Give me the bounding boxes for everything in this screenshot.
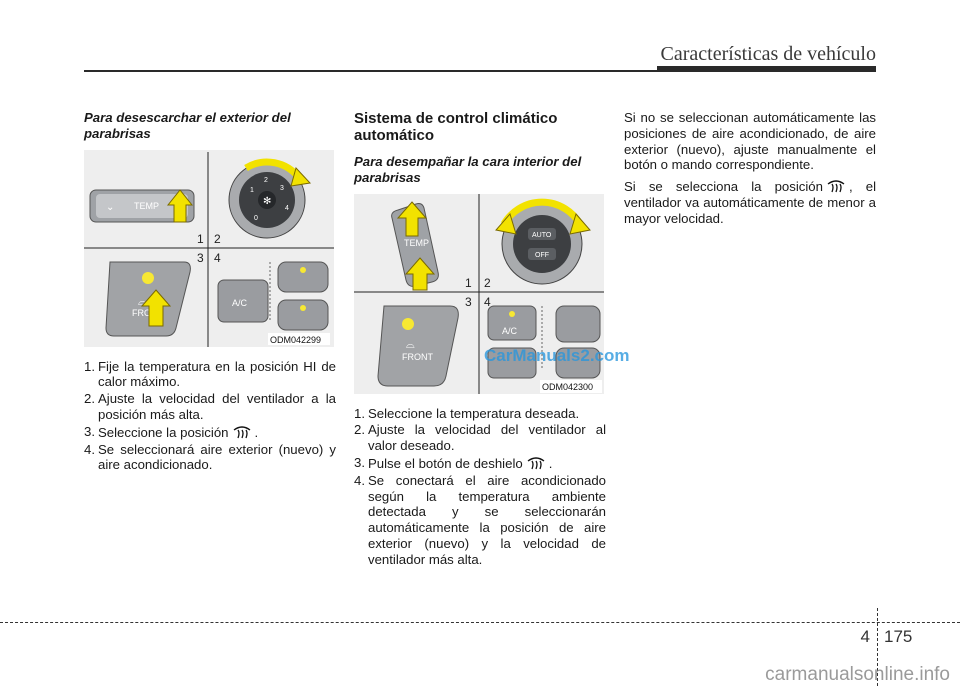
footer-divider [877, 608, 878, 686]
svg-text:4: 4 [484, 295, 491, 309]
watermark-overlay: CarManuals2.com [484, 346, 630, 365]
header-rule [84, 70, 876, 72]
subheading-interior-defog: Para desempañar la cara interior del par… [354, 154, 582, 185]
step-2: 2.Ajuste la velocidad del ventilador al … [354, 422, 606, 454]
svg-text:2: 2 [264, 177, 268, 184]
paragraph-fan-speed: Si se selecciona la posición, el ventila… [624, 179, 877, 226]
site-watermark: carmanualsonline.info [765, 664, 950, 685]
svg-text:FRONT: FRONT [402, 352, 433, 362]
svg-text:1: 1 [197, 232, 204, 246]
step-3: 3.Pulse el botón de deshielo. [354, 454, 553, 471]
front-defrost-icon [527, 457, 545, 470]
front-defrost-icon [827, 180, 845, 193]
svg-text:✻: ✻ [263, 196, 271, 207]
svg-text:2: 2 [484, 276, 491, 290]
svg-text:3: 3 [280, 185, 284, 192]
svg-text:⌄: ⌄ [106, 202, 114, 213]
svg-text:1: 1 [250, 187, 254, 194]
chapter-number: 4 [860, 627, 870, 646]
steps-exterior-defrost: 1.Fije la temperatura en la posición HI … [84, 359, 336, 474]
svg-text:1: 1 [465, 276, 472, 290]
svg-text:2: 2 [214, 232, 221, 246]
figure-odm042300: TEMP AUTO OFF 1 2 3 4 ⌓ FRONT A/C [354, 193, 604, 394]
subheading-exterior-defrost: Para desescarchar el exterior del parabr… [84, 110, 291, 141]
svg-text:⌓: ⌓ [138, 296, 147, 308]
column-3: Si no se seleccionan automáticamente las… [624, 110, 876, 227]
svg-text:3: 3 [465, 295, 472, 309]
column-1: Para desescarchar el exterior del parabr… [84, 110, 336, 474]
column-2: Sistema de control climático automático … [354, 110, 606, 569]
step-4: 4.Se seleccionará aire exterior (nuevo) … [84, 441, 336, 473]
header-rule-accent [657, 66, 876, 71]
figure-illustration: ⌄ TEMP ✻ 0 1 2 3 4 1 2 3 4 ⌓ FRONT [84, 151, 334, 347]
running-header: Características de vehículo [660, 43, 876, 65]
svg-text:AUTO: AUTO [532, 232, 552, 239]
svg-text:OFF: OFF [535, 252, 549, 259]
paragraph-manual-adjust: Si no se seleccionan automáticamente las… [624, 110, 876, 173]
svg-text:4: 4 [285, 205, 289, 212]
step-1: 1.Fije la temperatura en la posición HI … [84, 358, 336, 390]
step-2: 2.Ajuste la velocidad del ventilador a l… [84, 391, 336, 422]
front-defrost-icon [233, 426, 250, 439]
svg-text:A/C: A/C [502, 326, 518, 336]
svg-text:FRONT: FRONT [132, 308, 163, 318]
svg-text:4: 4 [214, 251, 221, 265]
step-4: 4.Se conectará el aire acondicionado seg… [354, 472, 606, 567]
figure-illustration-2: TEMP AUTO OFF 1 2 3 4 ⌓ FRONT A/C [354, 193, 604, 394]
temp-label: TEMP [134, 201, 159, 211]
svg-text:TEMP: TEMP [404, 238, 429, 248]
svg-text:3: 3 [197, 251, 204, 265]
step-1: 1.Seleccione la temperatura deseada. [354, 405, 580, 421]
figure-code-2: ODM042300 [542, 382, 593, 392]
svg-text:⌓: ⌓ [406, 339, 415, 351]
svg-text:A/C: A/C [232, 298, 248, 308]
footer-rule [0, 622, 960, 623]
step-3: 3.Seleccione la posición. [84, 423, 259, 440]
figure-code: ODM042299 [270, 335, 321, 345]
page-number: 175 [884, 627, 913, 646]
figure-odm042299: ⌄ TEMP ✻ 0 1 2 3 4 1 2 3 4 ⌓ FRONT [84, 149, 334, 347]
steps-interior-defog: 1.Seleccione la temperatura deseada. 2.A… [354, 406, 606, 568]
svg-text:0: 0 [254, 215, 258, 222]
section-heading-auto-climate: Sistema de control climático automático [354, 110, 558, 144]
